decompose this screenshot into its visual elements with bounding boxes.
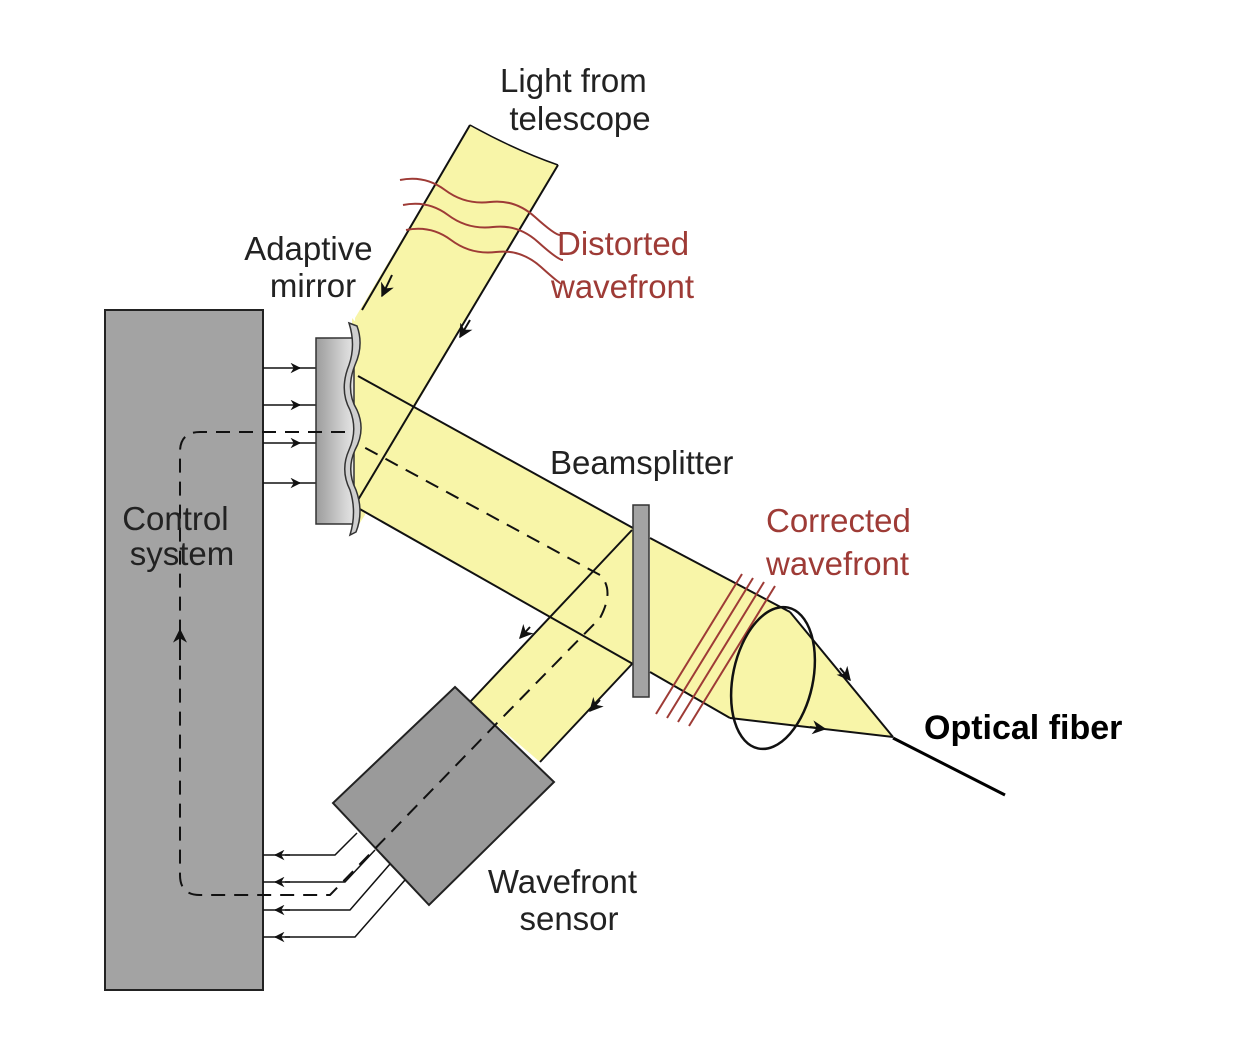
distorted-wavefront-lines	[399, 177, 564, 285]
label-line: wavefront	[765, 545, 909, 582]
transmitted-beam	[650, 538, 893, 737]
feedback-loop-dashed	[179, 431, 609, 896]
label-wavefront-sensor: Wavefront sensor	[488, 863, 646, 937]
label-line: wavefront	[550, 268, 694, 305]
label-line: Control	[122, 500, 228, 537]
label-control-system: Control system	[122, 500, 238, 572]
beam-direction-arrows	[381, 274, 851, 735]
corrected-wavefront-lines	[655, 573, 776, 727]
label-light-from-telescope: Light from telescope	[500, 62, 656, 137]
label-line: system	[130, 535, 235, 572]
control-system-box	[104, 309, 264, 991]
label-optical-fiber: Optical fiber	[924, 709, 1122, 747]
label-line: sensor	[519, 900, 618, 937]
label-line: Corrected	[766, 502, 911, 539]
focusing-lens	[729, 605, 817, 751]
adaptive-mirror-surface	[343, 321, 362, 537]
label-line: Distorted	[557, 225, 689, 262]
light-beam	[352, 125, 893, 762]
label-line: mirror	[270, 267, 356, 304]
optical-fiber	[892, 736, 1006, 797]
label-adaptive-mirror: Adaptive mirror	[244, 230, 382, 304]
beamsplitter	[632, 504, 650, 698]
label-line: telescope	[509, 100, 650, 137]
reflected-beam	[358, 376, 633, 664]
sensor-signals-to-control	[263, 832, 406, 943]
label-beamsplitter: Beamsplitter	[550, 444, 733, 481]
control-signals-to-mirror	[263, 362, 316, 489]
label-line: Light from	[500, 62, 647, 99]
label-line: Wavefront	[488, 863, 637, 900]
wavefront-sensor-box	[331, 685, 556, 907]
label-line: Adaptive	[244, 230, 372, 267]
label-distorted-wavefront: Distorted wavefront	[550, 225, 698, 305]
label-corrected-wavefront: Corrected wavefront	[765, 502, 920, 582]
